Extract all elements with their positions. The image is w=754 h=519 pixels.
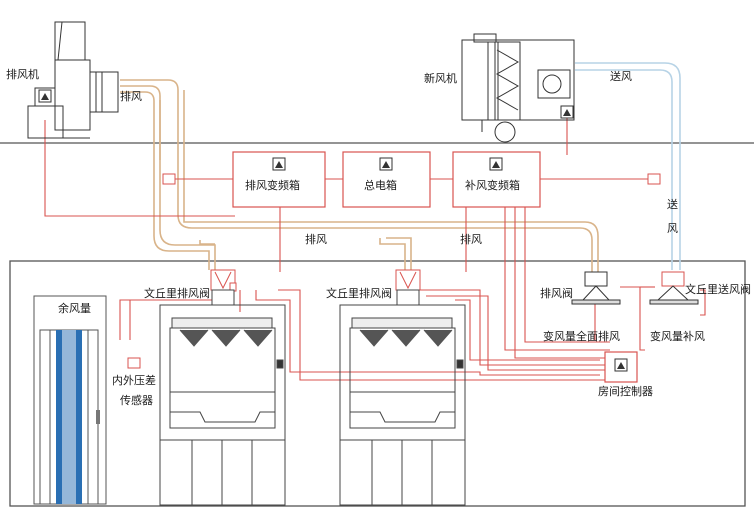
hood-2-collar [396,289,420,306]
venturi-supply-valve [649,271,699,305]
label-venturi-supply-valve: 文丘里送风阀 [685,282,751,296]
label-fresh-air-unit: 新风机 [424,71,457,85]
exhaust-fan-unit [27,21,119,139]
label-residual-air: 余风量 [58,301,91,315]
label-exhaust-vfd-box: 排风变频箱 [245,178,300,192]
label-venturi-exhaust-valve-1: 文丘里排风阀 [144,286,210,300]
makeup-vfd-box: 补风变频箱 [452,151,541,208]
supply-ducts [575,62,681,270]
controller-icon [617,362,625,369]
room-controller [604,351,638,383]
exhaust-ducts [120,79,599,272]
pressure-sensor [127,357,141,369]
junction-left [162,173,176,185]
label-makeup-vfd-box: 补风变频箱 [465,178,520,192]
label-room-controller: 房间控制器 [598,384,653,398]
vfd-icon [275,161,283,168]
label-exhaust-mid-left: 排风 [305,232,327,246]
exhaust-valve-diffuser [571,271,621,305]
label-exhaust-fan: 排风机 [6,67,39,81]
venturi-exhaust-valve-1 [210,269,237,292]
panel-icon [382,161,390,168]
label-supply-top: 送风 [610,69,632,83]
exhaust-vfd-box: 排风变频箱 [232,151,326,208]
label-supply-vertical-2: 风 [667,222,678,235]
junction-right [647,173,661,185]
label-pressure-sensor-2: 传感器 [120,394,153,407]
label-supply-vertical-1: 送 [667,197,678,211]
fume-hood-1 [159,304,286,506]
label-exhaust-top: 排风 [120,89,142,103]
label-pressure-sensor-1: 内外压差 [112,373,156,387]
label-main-electric-box: 总电箱 [364,178,397,192]
label-exhaust-mid-right: 排风 [460,232,482,246]
fresh-air-unit [461,33,575,143]
label-variable-full-exhaust: 变风量全面排风 [543,329,620,343]
exhaust-fan-motor-icon [38,89,52,103]
door [33,295,107,505]
label-venturi-exhaust-valve-2: 文丘里排风阀 [326,286,392,300]
fume-hood-2 [339,304,466,506]
main-electric-box: 总电箱 [342,151,431,208]
vfd-icon [492,161,500,168]
room-outline [9,260,746,507]
fresh-air-motor-icon [560,105,574,119]
label-exhaust-valve: 排风阀 [540,286,573,300]
venturi-exhaust-valve-2 [395,269,421,291]
label-variable-makeup: 变风量补风 [650,329,705,343]
hood-1-collar [211,289,235,306]
